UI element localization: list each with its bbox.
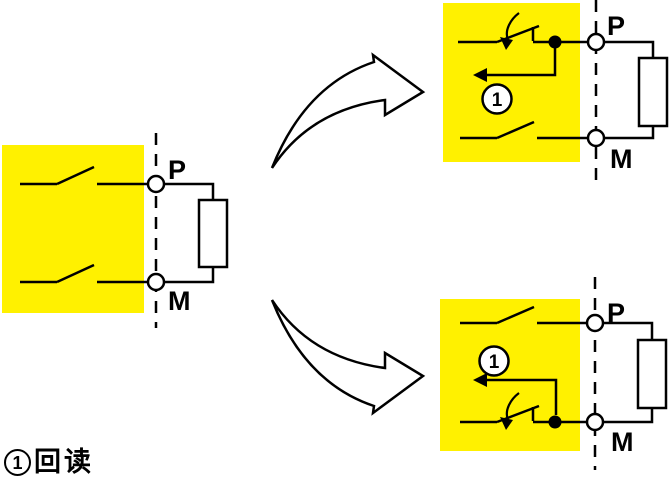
- load-resistor: [636, 338, 668, 410]
- readback-marker-digit: 1: [492, 90, 503, 111]
- source-diagram: P M: [2, 133, 229, 328]
- load-wiring: [603, 321, 654, 424]
- switch-contact-top: [460, 305, 587, 325]
- actuation-arrowhead-icon: [500, 37, 513, 50]
- actuation-arrow-icon: [505, 392, 520, 421]
- variant-readback-p-side: 1 P M: [443, 0, 669, 187]
- actuation-arrowhead-icon: [500, 417, 513, 430]
- switch-contact-bottom: [460, 120, 588, 140]
- legend-marker-circle: 1: [4, 449, 31, 477]
- actuated-switch-contact: [458, 24, 549, 44]
- actuation-arrow-icon: [505, 12, 520, 41]
- legend-marker-digit: 1: [12, 452, 23, 473]
- terminal-m-label: M: [610, 144, 633, 174]
- curved-arrow-top-icon: [270, 52, 426, 169]
- terminal-p: [585, 313, 605, 333]
- readback-marker-circle: [481, 83, 513, 115]
- terminal-m: [585, 412, 605, 432]
- terminal-m-label: M: [611, 427, 634, 457]
- readback-line: [486, 48, 557, 77]
- terminal-m: [146, 272, 166, 292]
- legend-caption: 1 回读: [4, 447, 94, 478]
- terminal-p-label: P: [168, 155, 186, 185]
- readback-marker-digit: 1: [489, 352, 500, 373]
- terminal-p: [586, 32, 606, 52]
- readback-marker-circle: [478, 345, 510, 377]
- actuated-switch-contact: [460, 404, 549, 424]
- highlight-region: [443, 3, 580, 162]
- legend-label: 回读: [34, 447, 94, 477]
- terminal-m: [586, 128, 606, 148]
- variant-readback-m-side: 1 P M: [440, 277, 668, 470]
- readback-arrowhead-icon: [473, 68, 487, 82]
- terminal-p: [146, 174, 166, 194]
- readback-line: [486, 378, 558, 415]
- terminal-p-label: P: [607, 11, 625, 41]
- junction-dot: [548, 35, 562, 49]
- terminal-p-label: P: [607, 298, 625, 328]
- load-resistor: [197, 198, 229, 269]
- switch-contact-bottom: [20, 263, 148, 284]
- junction-dot: [548, 415, 562, 429]
- load-wiring: [604, 40, 655, 140]
- curved-arrow-bottom-icon: [270, 299, 426, 416]
- highlight-region: [2, 145, 144, 313]
- readback-arrowhead-icon: [473, 373, 487, 387]
- switch-contact-top: [20, 165, 148, 186]
- load-resistor: [637, 56, 669, 128]
- load-wiring: [164, 182, 215, 284]
- terminal-m-label: M: [168, 286, 191, 316]
